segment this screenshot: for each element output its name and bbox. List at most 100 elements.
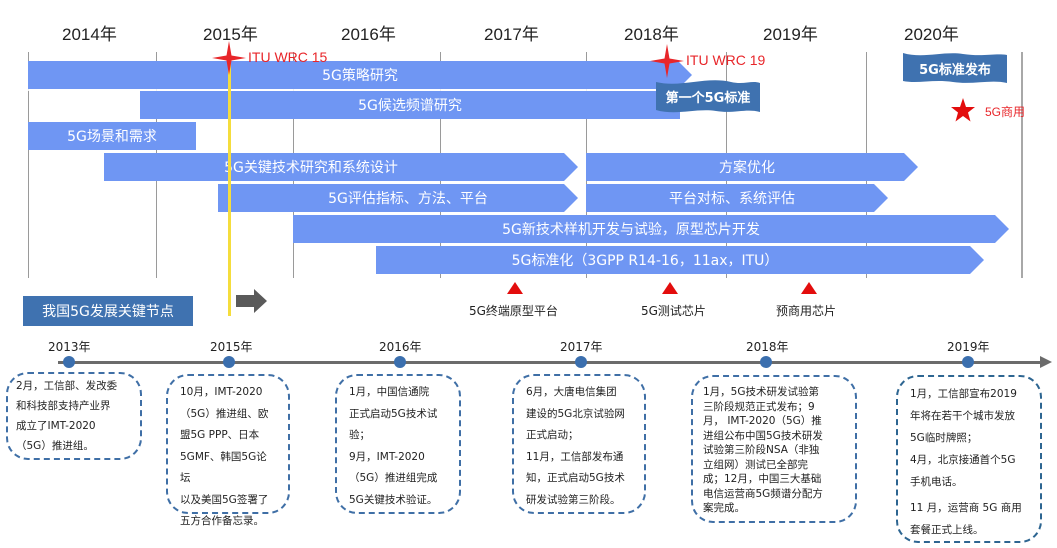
card-line: 5GMF、韩国5G论坛 — [180, 450, 267, 485]
bar-label: 5G关键技术研究和系统设计 — [224, 160, 398, 176]
bar-platform-benchmark: 平台对标、系统评估 — [586, 184, 888, 212]
divider — [28, 89, 678, 91]
right-arrow-icon — [236, 289, 267, 313]
card-line: 5G临时牌照； — [910, 432, 978, 444]
timeline-dot — [394, 356, 406, 368]
year-label-2018: 2018年 — [624, 25, 679, 44]
wrc15-marker-line — [228, 60, 231, 316]
timeline-year: 2016年 — [379, 340, 422, 354]
card-line: （5G）推进组、欧 — [180, 407, 269, 420]
card-line: 试验第三阶段NSA（非独 — [703, 444, 820, 456]
milestone-card-2013: 2月，工信部、发改委 和科技部支持产业界 成立了IMT-2020 （5G）推进组… — [6, 372, 142, 460]
card-line: 9月，IMT-2020 — [349, 450, 425, 463]
timeline-axis — [58, 361, 1043, 364]
milestone-card-2016: 1月，中国信通院 正式启动5G技术试 验； 9月，IMT-2020 （5G）推进… — [335, 374, 461, 514]
chip-marker-label: 5G测试芯片 — [641, 304, 706, 318]
bar-label: 5G策略研究 — [322, 68, 398, 84]
ribbon-flag-icon — [903, 53, 1007, 83]
section-title: 我国5G发展关键节点 — [23, 296, 193, 326]
bar-evaluation-platform: 5G评估指标、方法、平台 — [218, 184, 578, 212]
four-point-star-icon — [650, 44, 684, 78]
year-label-2015: 2015年 — [203, 25, 258, 44]
itu-wrc15-label: ITU WRC 15 — [248, 49, 328, 65]
timeline-dot — [63, 356, 75, 368]
timeline-year: 2019年 — [947, 340, 990, 354]
bar-label: 5G新技术样机开发与试验，原型芯片开发 — [502, 222, 760, 238]
triangle-marker-icon — [662, 282, 678, 294]
grid-line — [1021, 52, 1023, 278]
bar-strategy-research: 5G策略研究 — [28, 61, 692, 89]
card-line: 成立了IMT-2020 — [16, 420, 96, 432]
triangle-marker-icon — [801, 282, 817, 294]
timeline-year: 2018年 — [746, 340, 789, 354]
milestone-card-2017: 6月，大唐电信集团 建设的5G北京试验网 正式启动； 11月，工信部发布通 知，… — [512, 374, 646, 514]
four-point-star-icon — [212, 41, 246, 75]
card-line: 三阶段规范正式发布；9 — [703, 400, 815, 413]
timeline-year: 2017年 — [560, 340, 603, 354]
card-line: 电信运营商5G频谱分配方 — [703, 487, 823, 500]
card-line: 年将在若干个城市发放 — [910, 410, 1015, 422]
timeline-dot — [223, 356, 235, 368]
card-line: 1月，中国信通院 — [349, 386, 430, 398]
bar-spectrum-research: 5G候选频谱研究 — [140, 91, 680, 119]
bar-scenarios-requirements: 5G场景和需求 — [28, 122, 196, 150]
bar-label: 5G场景和需求 — [67, 129, 157, 145]
bar-prototype-development: 5G新技术样机开发与试验，原型芯片开发 — [293, 215, 1009, 243]
card-line: （5G）推进组完成 — [349, 472, 438, 484]
flag-label: 5G标准发布 — [919, 62, 991, 78]
card-line: 11 月，运营商 5G 商用 — [910, 502, 1022, 514]
card-line: 2月，工信部、发改委 — [16, 380, 118, 392]
card-line: 正式启动； — [526, 429, 579, 441]
card-line: 6月，大唐电信集团 — [526, 386, 617, 398]
chip-marker-label: 5G终端原型平台 — [469, 304, 558, 318]
card-line: 月， IMT-2020（5G）推 — [703, 415, 822, 427]
milestone-card-2015: 10月，IMT-2020 （5G）推进组、欧 盟5G PPP、日本 5GMF、韩… — [166, 374, 290, 527]
bar-solution-optimization: 方案优化 — [586, 153, 918, 181]
bar-key-tech-research: 5G关键技术研究和系统设计 — [104, 153, 578, 181]
card-line: 5G关键技术验证。 — [349, 493, 438, 506]
timeline-arrowhead-icon — [1040, 356, 1052, 368]
card-line: 以及美国5G签署了 — [180, 493, 269, 506]
card-line: 进组公布中国5G技术研发 — [703, 429, 823, 442]
timeline-year: 2015年 — [210, 340, 253, 354]
timeline-dot — [962, 356, 974, 368]
card-line: 和科技部支持产业界 — [16, 400, 111, 412]
timeline-year: 2013年 — [48, 340, 91, 354]
card-line: 知，正式启动5G技术 — [526, 472, 625, 484]
triangle-marker-icon — [507, 282, 523, 294]
chip-marker-label: 预商用芯片 — [776, 304, 837, 318]
card-line: 1月，工信部宣布2019 — [910, 388, 1017, 400]
year-label-2014: 2014年 — [62, 25, 117, 44]
milestone-card-2019: 1月，工信部宣布2019 年将在若干个城市发放 5G临时牌照； 4月，北京接通首… — [896, 375, 1042, 543]
year-label-2020: 2020年 — [904, 25, 959, 44]
card-line: 11月，工信部发布通 — [526, 450, 624, 463]
card-line: 验； — [349, 429, 370, 441]
card-line: 五方合作备忘录。 — [180, 515, 264, 527]
standard-release-flag: 5G标准发布 — [903, 51, 1007, 85]
card-line: 1月，5G技术研发试验第 — [703, 386, 819, 398]
bar-label: 5G标准化（3GPP R14-16，11ax，ITU） — [511, 253, 779, 269]
bar-label: 5G候选频谱研究 — [358, 98, 462, 114]
card-line: 建设的5G北京试验网 — [526, 407, 625, 420]
timeline-dot — [575, 356, 587, 368]
card-line: 立组网）测试已全部完 — [703, 458, 808, 471]
commercial-label: 5G商用 — [985, 105, 1026, 119]
milestone-card-2018: 1月，5G技术研发试验第 三阶段规范正式发布；9 月， IMT-2020（5G）… — [691, 375, 857, 523]
bar-standardization: 5G标准化（3GPP R14-16，11ax，ITU） — [376, 246, 984, 274]
year-label-2019: 2019年 — [763, 25, 818, 44]
card-line: 成；12月，中国三大基础 — [703, 473, 822, 485]
ribbon-flag-icon — [656, 80, 760, 113]
bar-label: 平台对标、系统评估 — [669, 191, 795, 207]
bar-label: 5G评估指标、方法、平台 — [328, 191, 488, 207]
flag-label: 第一个5G标准 — [665, 90, 751, 106]
card-line: 正式启动5G技术试 — [349, 407, 438, 420]
bar-label: 方案优化 — [719, 160, 775, 176]
card-line: （5G）推进组。 — [16, 440, 94, 452]
grid-line — [28, 52, 29, 278]
card-line: 套餐正式上线。 — [910, 524, 984, 536]
card-line: 10月，IMT-2020 — [180, 386, 263, 398]
star-icon — [951, 98, 975, 122]
first-standard-flag: 第一个5G标准 — [656, 78, 760, 114]
card-line: 手机电话。 — [910, 476, 963, 488]
card-line: 研发试验第三阶段。 — [526, 493, 621, 506]
